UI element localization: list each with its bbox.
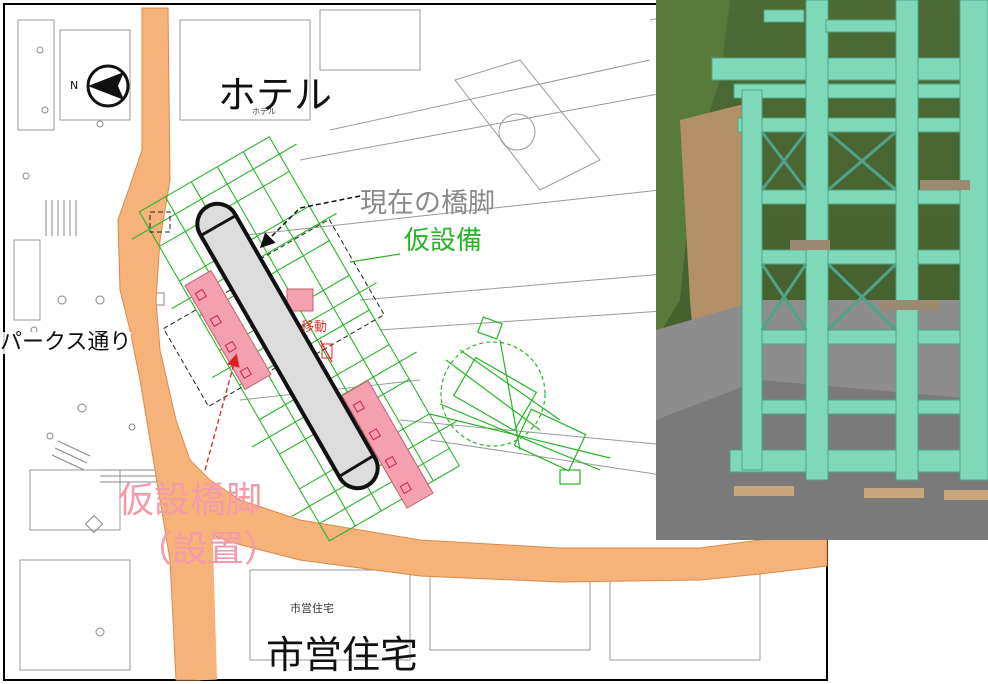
- temporary-pier-install-label: （設置）: [136, 529, 281, 570]
- hotel-label: ホテル: [218, 73, 333, 117]
- crane-outline: [429, 316, 611, 485]
- north-arrow-compass-icon: [86, 64, 130, 108]
- current-pier-label: 現在の橋脚: [360, 188, 495, 219]
- north-label: N: [70, 79, 79, 92]
- housing-small-label: 市営住宅: [290, 602, 334, 615]
- temporary-equipment-label: 仮設備: [404, 226, 483, 256]
- hotel-small-label: ホテル: [252, 107, 276, 116]
- annotation-arrows: [204, 195, 401, 471]
- road-park-street: [117, 7, 828, 681]
- temporary-pier-photo: [656, 0, 988, 540]
- road-label: パークス通り: [0, 330, 132, 355]
- current-pier-capsule: [195, 201, 380, 491]
- temporary-pier-label: 仮設橋脚: [118, 480, 263, 521]
- building-outlines: [13, 9, 828, 671]
- move-label: 移動: [301, 320, 328, 335]
- temporary-pier-blocks: [184, 269, 434, 509]
- housing-label: 市営住宅: [266, 633, 419, 677]
